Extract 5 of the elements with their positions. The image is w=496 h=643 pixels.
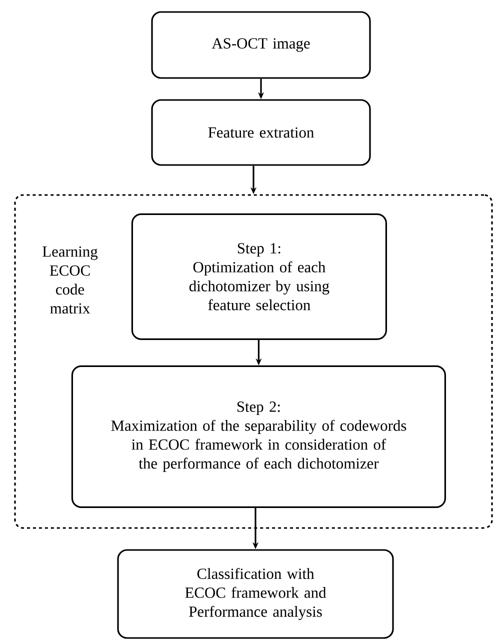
process-box: Feature extration [151, 99, 371, 166]
process-box: Classification with ECOC framework and Performance analysis [117, 549, 394, 639]
process-box: AS-OCT image [151, 11, 371, 79]
step-box: Step 2: Maximization of the separability of codewords in ECOC framework in consideration of the performance of each dichotomizer [71, 365, 446, 508]
step-box: Step 1: Optimization of each dichotomizer by using feature selection [131, 213, 387, 340]
